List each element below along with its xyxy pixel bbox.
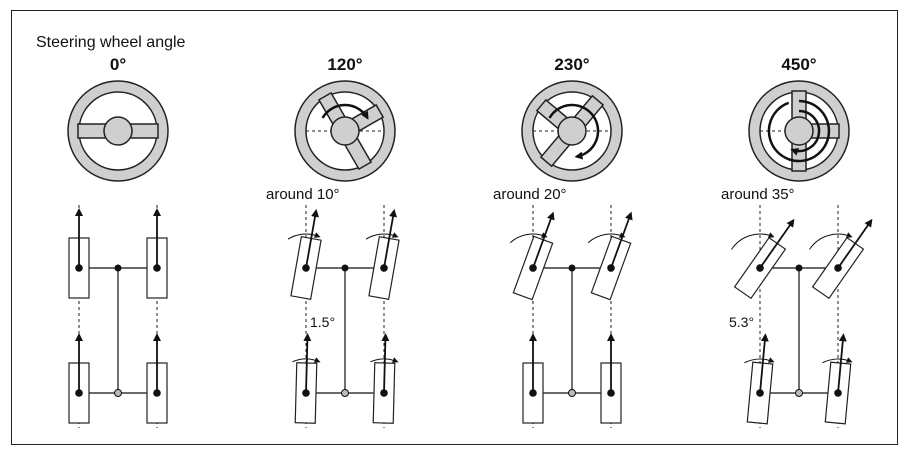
steer-arc (809, 232, 853, 250)
around-label-3: around 35° (721, 186, 795, 203)
hub-dot (380, 389, 388, 397)
panel-0 (67, 80, 169, 428)
steer-arc (365, 232, 399, 240)
front-pivot (568, 264, 576, 272)
wheel-hub (330, 116, 360, 146)
heading-arrow (759, 218, 795, 269)
rear-left-tire (746, 333, 774, 425)
chassis-0 (68, 205, 168, 428)
heading-arrow (383, 208, 397, 269)
steer-arc (744, 357, 775, 364)
front-right-tire (368, 208, 400, 300)
hub-dot (756, 389, 764, 397)
hub-dot (153, 264, 161, 272)
heading-arrow (837, 333, 847, 394)
wheel-hub (103, 116, 133, 146)
hub-dot (607, 389, 615, 397)
steering-wheel-2 (521, 80, 623, 182)
hub-dot (834, 264, 842, 272)
around-label-1: around 10° (266, 186, 340, 203)
heading-arrow (532, 211, 555, 269)
rear-right-tire (600, 333, 622, 424)
hub-dot (153, 389, 161, 397)
front-left-tire (68, 208, 90, 299)
rear-left-tire (68, 333, 90, 424)
rotation-arrow (548, 103, 600, 160)
hub-dot (834, 389, 842, 397)
heading-arrow (610, 211, 633, 269)
rear-label-1: 1.5° (310, 314, 336, 330)
front-pivot (341, 264, 349, 272)
heading-arrow (837, 218, 873, 269)
hub-dot (756, 264, 764, 272)
angle-label-3: 450° (781, 55, 817, 74)
steer-arc (587, 232, 626, 244)
panel-2 (509, 80, 633, 428)
steer-arc (509, 232, 548, 244)
hub-dot (75, 389, 83, 397)
rear-left-tire (294, 333, 318, 424)
hub-dot (302, 264, 310, 272)
angle-label-1: 120° (327, 55, 363, 74)
steer-arc (731, 232, 775, 250)
steering-wheel-3 (748, 80, 850, 182)
wheel-hub (557, 116, 587, 146)
front-left-tire (733, 218, 795, 300)
chassis-2 (509, 205, 633, 428)
hub-dot (380, 264, 388, 272)
hub-dot (529, 389, 537, 397)
steering-wheel-1 (294, 80, 396, 182)
front-pivot (114, 264, 122, 272)
front-right-tire (811, 218, 873, 300)
heading-arrow (759, 333, 769, 394)
around-label-2: around 20° (493, 186, 567, 203)
rear-left-tire (522, 333, 544, 424)
front-left-tire (512, 211, 555, 301)
hub-dot (75, 264, 83, 272)
panel-3 (731, 80, 873, 428)
rotation-arrow (321, 103, 369, 120)
front-right-tire (146, 208, 168, 299)
wheel-hub (784, 116, 814, 146)
rear-pivot (795, 389, 803, 397)
angle-label-2: 230° (554, 55, 590, 74)
hub-dot (607, 264, 615, 272)
chassis-1 (287, 205, 400, 428)
steer-arc (292, 357, 321, 363)
chassis-3 (731, 205, 873, 428)
rear-label-3: 5.3° (729, 314, 755, 330)
front-left-tire (290, 208, 322, 300)
front-pivot (795, 264, 803, 272)
diagram-title: Steering wheel angle (36, 34, 186, 51)
rear-pivot (568, 389, 576, 397)
heading-arrow (303, 333, 312, 394)
rear-pivot (114, 389, 122, 397)
hub-dot (302, 389, 310, 397)
rotation-arrow-outer (767, 99, 831, 163)
heading-arrow (381, 333, 390, 394)
panel-1 (287, 80, 400, 428)
rear-right-tire (146, 333, 168, 424)
steering-wheel-0 (67, 80, 169, 182)
steer-arc (287, 232, 321, 240)
rear-right-tire (372, 333, 396, 424)
heading-arrow (305, 208, 319, 269)
rear-pivot (341, 389, 349, 397)
angle-label-0: 0° (109, 55, 127, 74)
front-right-tire (590, 211, 633, 301)
steer-arc (822, 357, 853, 364)
rotation-arrow-inner (790, 109, 821, 156)
rear-right-tire (824, 333, 852, 425)
steer-arc (370, 357, 399, 363)
hub-dot (529, 264, 537, 272)
